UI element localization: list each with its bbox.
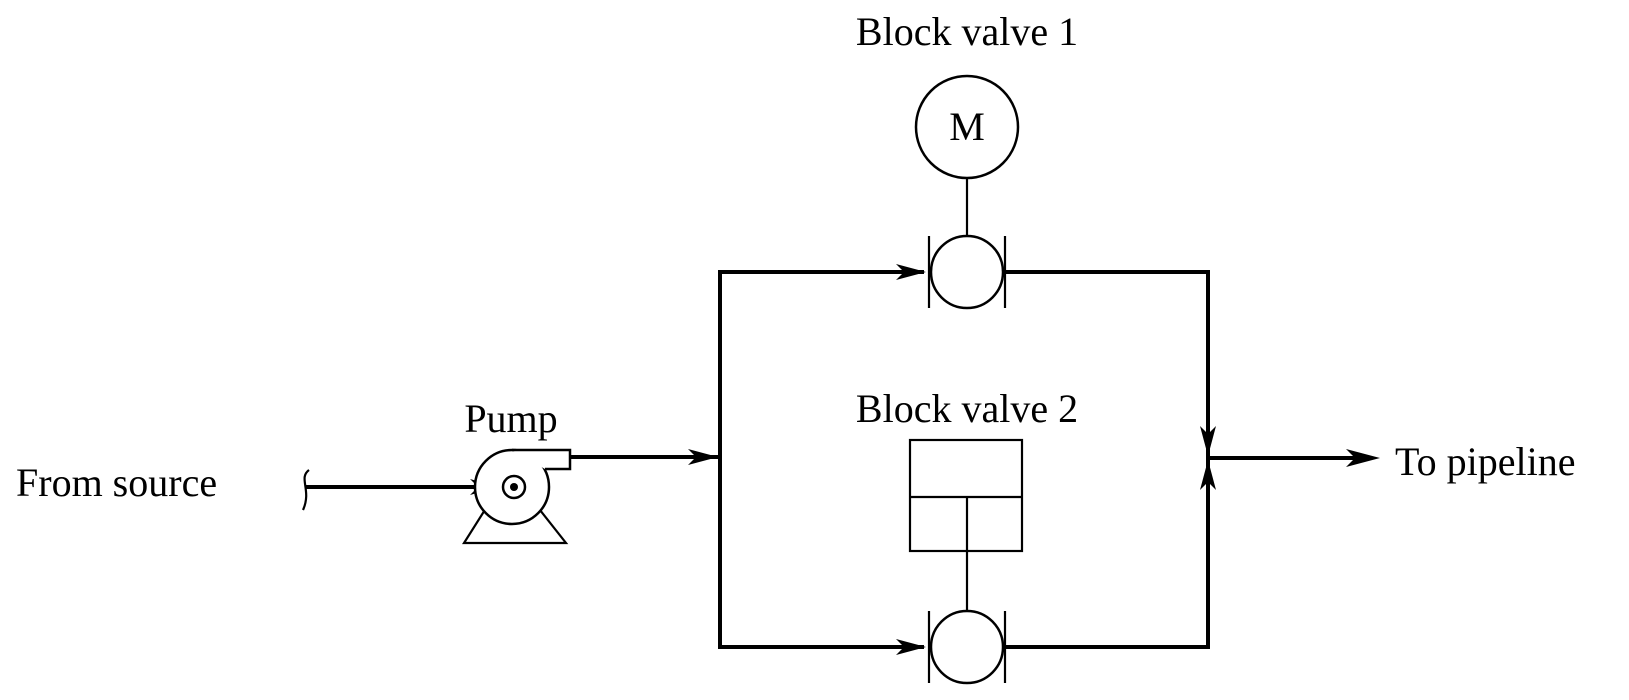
motor-symbol-label: M (949, 104, 985, 149)
source-break-icon (301, 469, 310, 511)
manual-actuator-icon (908, 438, 1024, 553)
pump-label: Pump (464, 396, 557, 441)
discharge-arrow (688, 449, 718, 465)
to-pipeline-label: To pipeline (1395, 439, 1576, 484)
outlet-arrow (1346, 449, 1380, 467)
pump-icon (462, 448, 572, 545)
from-source-label: From source (16, 460, 217, 505)
motor-actuator-icon (914, 74, 1020, 180)
block-valve-2-body (927, 609, 1007, 685)
lower-branch-arrow (896, 639, 926, 655)
outlet-header-down-arrow (1200, 426, 1216, 456)
outlet-header-up-arrow (1200, 460, 1216, 490)
block-valve-1-body (927, 234, 1007, 310)
block-valve-2-label: Block valve 2 (856, 386, 1078, 431)
block-valve-1-label: Block valve 1 (856, 9, 1078, 54)
upper-branch-arrow (896, 264, 926, 280)
